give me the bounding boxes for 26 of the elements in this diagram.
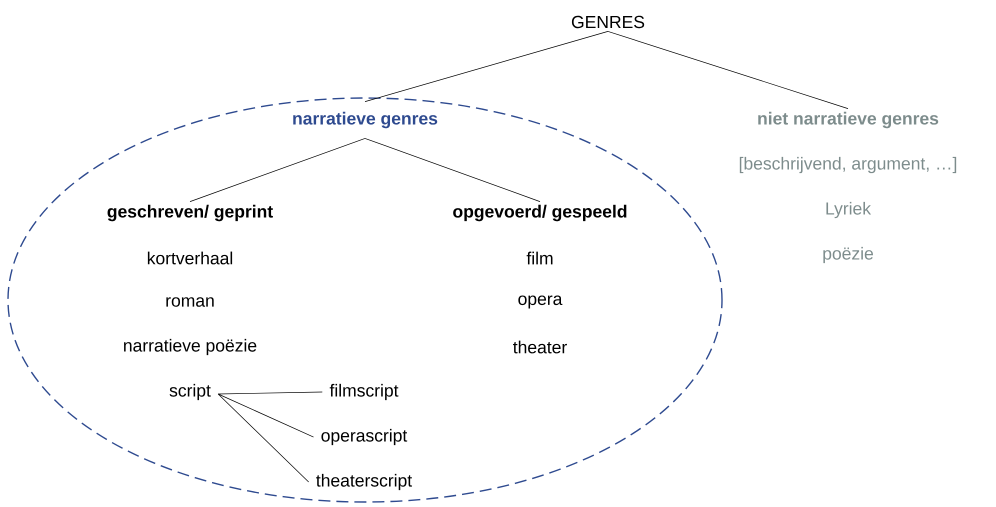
list-item: poëzie: [823, 246, 873, 264]
list-item: narratieve poëzie: [124, 338, 256, 356]
connector-line: [608, 31, 848, 109]
list-item: roman: [166, 297, 214, 307]
dashed-ellipse: [7, 97, 723, 503]
list-item: [beschrijvend, argument, …]: [740, 156, 956, 174]
list-item: kortverhaal: [148, 252, 232, 264]
category-label: narratieve genres: [293, 112, 438, 128]
heading-text: GENRES: [572, 16, 644, 28]
connector-line: [364, 31, 608, 102]
connector-line: [364, 138, 540, 202]
list-item: Lyriek: [826, 202, 872, 218]
list-item: theaterscript: [316, 474, 412, 490]
list-item: operascript: [321, 428, 408, 446]
connector-line: [218, 392, 323, 394]
list-item: filmscript: [330, 384, 398, 400]
category-label: niet narratieve genres: [758, 112, 938, 128]
list-item: theater: [513, 340, 567, 354]
subcategory-label: opgevoerd/ gespeeld: [453, 204, 626, 222]
list-item: script: [170, 384, 211, 400]
list-item: film: [526, 252, 552, 264]
connector-line: [218, 394, 310, 482]
list-item: opera: [518, 295, 562, 309]
connector-line: [190, 138, 366, 202]
subcategory-label: geschreven/ geprint: [108, 204, 273, 222]
connector-line: [218, 394, 314, 438]
